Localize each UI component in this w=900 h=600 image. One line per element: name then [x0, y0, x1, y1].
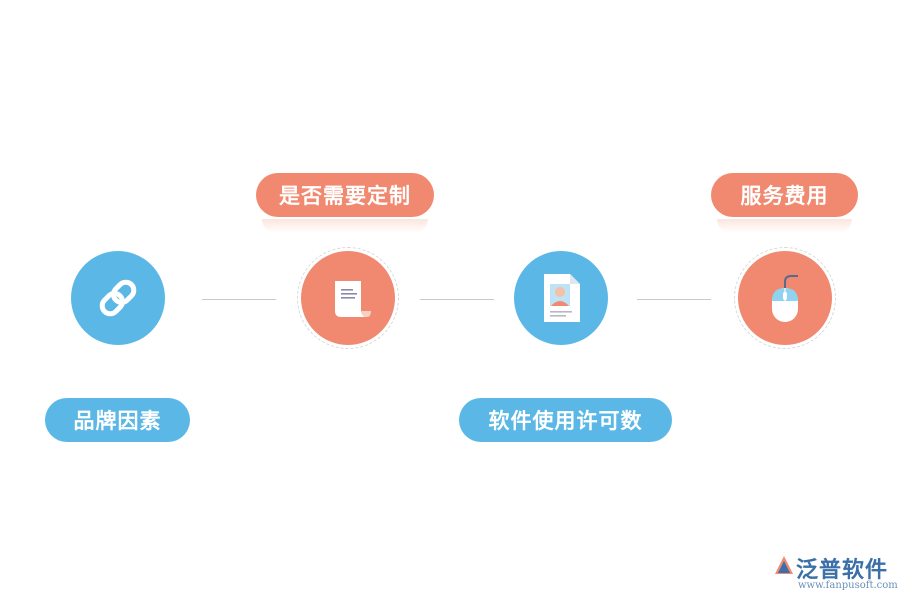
node-service-fee-circle: [734, 247, 836, 349]
mouse-icon: [772, 275, 798, 322]
logo-name: 泛普软件: [796, 558, 889, 583]
brand-logo: 泛普软件 www.fanpusoft.com: [772, 552, 898, 596]
connector-line-3: [637, 299, 711, 300]
id-card-document-icon: [544, 274, 580, 322]
label-service-fee-reflection: [717, 219, 852, 233]
node-brand-circle: [71, 251, 165, 345]
link-icon: [99, 279, 137, 317]
label-service-fee: 服务费用: [711, 173, 858, 217]
label-customization: 是否需要定制: [256, 173, 434, 217]
connector-line-1: [202, 299, 276, 300]
node-license-circle: [514, 251, 608, 345]
node-customization-circle: [297, 247, 399, 349]
label-brand: 品牌因素: [45, 398, 190, 442]
label-license-count: 软件使用许可数: [459, 398, 672, 442]
logo-url: www.fanpusoft.com: [798, 580, 898, 591]
connector-line-2: [420, 299, 494, 300]
scroll-document-icon: [335, 281, 371, 317]
label-customization-reflection: [262, 219, 428, 233]
fanpu-logo-icon: [775, 556, 793, 574]
